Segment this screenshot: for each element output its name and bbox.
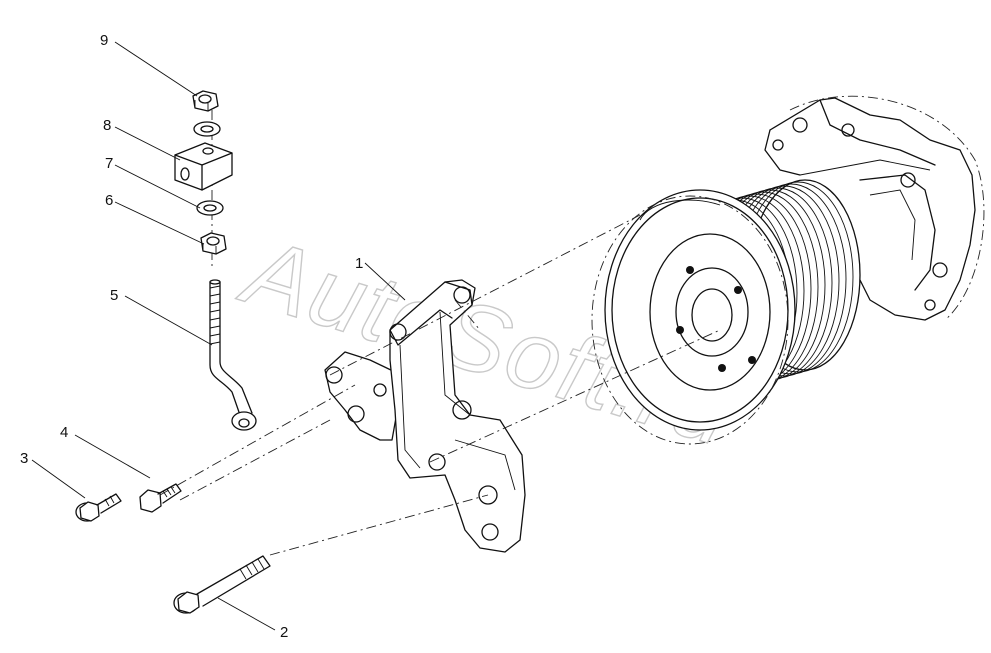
callout-labels: 1 2 3 4 5 6 7 8 9 bbox=[20, 32, 363, 641]
mounting-bracket bbox=[324, 279, 526, 553]
part-9-nut bbox=[192, 90, 219, 112]
callout-9: 9 bbox=[100, 32, 108, 49]
part-5-threaded-rod bbox=[209, 279, 257, 431]
callout-2: 2 bbox=[280, 624, 288, 641]
callout-7: 7 bbox=[105, 155, 113, 172]
part-2-long-bolt bbox=[173, 555, 271, 614]
callout-4: 4 bbox=[60, 424, 68, 441]
part-4-bolt bbox=[139, 483, 182, 513]
part-8-block bbox=[174, 121, 233, 191]
callout-3: 3 bbox=[20, 450, 28, 467]
callout-6: 6 bbox=[105, 192, 113, 209]
part-3-bolt bbox=[75, 493, 122, 522]
part-7-washer bbox=[196, 200, 224, 216]
callout-8: 8 bbox=[103, 117, 111, 134]
callout-5: 5 bbox=[110, 287, 118, 304]
pulley-assembly bbox=[591, 95, 985, 445]
part-6-nut bbox=[200, 232, 227, 255]
callout-1: 1 bbox=[355, 255, 363, 272]
callout-leaders bbox=[31, 41, 406, 631]
assembly-center-lines bbox=[159, 110, 721, 556]
